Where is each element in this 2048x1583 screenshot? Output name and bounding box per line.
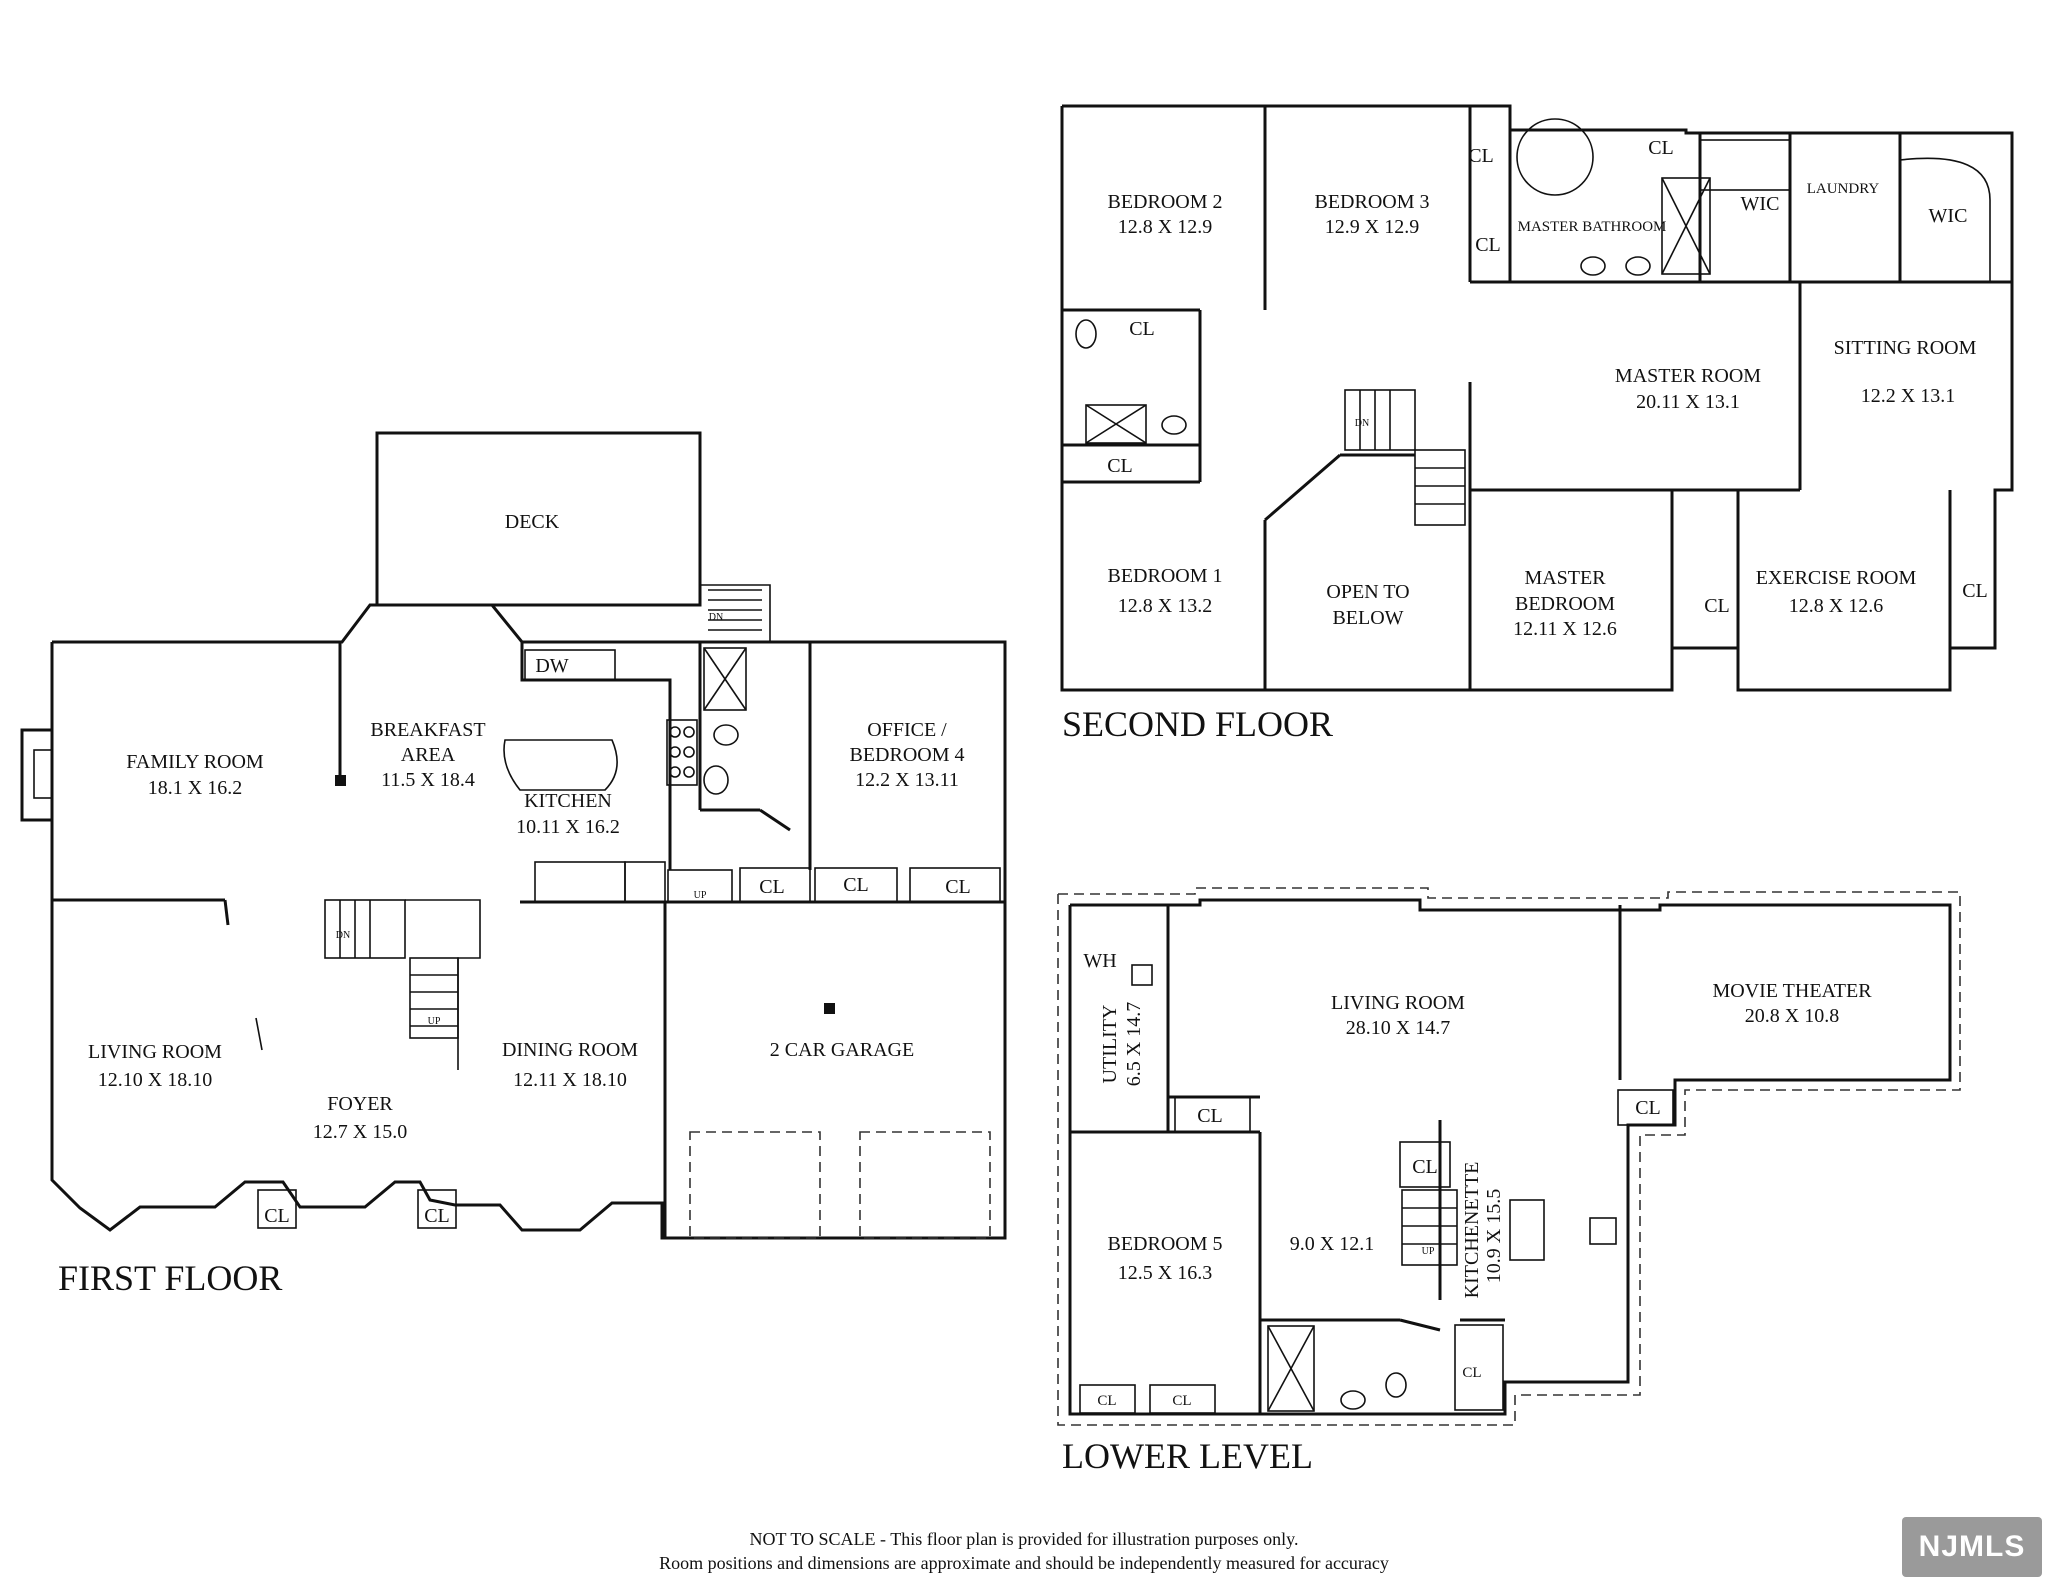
bedroom2-label: BEDROOM 2	[1107, 191, 1222, 213]
foyer-dims: 12.7 X 15.0	[313, 1121, 407, 1143]
closet-label: CL	[1197, 1105, 1223, 1127]
second-floor-plan	[1060, 104, 2014, 692]
master-bedroom-label-2: BEDROOM	[1515, 593, 1615, 615]
garage-post	[824, 1003, 835, 1014]
stair-down-label: DN	[336, 930, 350, 941]
kitchen-island	[503, 739, 618, 791]
closet-label: CL	[759, 876, 785, 898]
dining-room-dims: 12.11 X 18.10	[513, 1069, 627, 1091]
kitchenette-dims: 10.9 X 15.5	[1483, 1189, 1505, 1283]
utility-dims: 6.5 X 14.7	[1123, 1002, 1145, 1086]
open-below-label-2: BELOW	[1332, 607, 1403, 629]
closet-label: CL	[1172, 1393, 1191, 1409]
stair-up-label: UP	[694, 890, 707, 901]
closet-label: CL	[424, 1205, 450, 1227]
closet-label: CL	[1097, 1393, 1116, 1409]
stair-up-label: UP	[428, 1016, 441, 1027]
master-bedroom-dims: 12.11 X 12.6	[1513, 618, 1617, 640]
kitchen-label: KITCHEN	[524, 790, 612, 812]
family-room-dims: 18.1 X 16.2	[148, 777, 242, 799]
bedroom5-label: BEDROOM 5	[1107, 1233, 1222, 1255]
movie-theater-label: MOVIE THEATER	[1712, 980, 1872, 1002]
stair-down-label: DN	[709, 612, 723, 623]
bedroom2-dims: 12.8 X 12.9	[1118, 216, 1212, 238]
closet-label: CL	[1962, 580, 1988, 602]
first-floor-title: FIRST FLOOR	[58, 1258, 282, 1298]
bedroom1-dims: 12.8 X 13.2	[1118, 595, 1212, 617]
laundry-label: LAUNDRY	[1807, 181, 1880, 197]
lower-living-room-dims: 28.10 X 14.7	[1346, 1017, 1450, 1039]
family-room-label: FAMILY ROOM	[126, 751, 264, 773]
closet-label: CL	[1648, 137, 1674, 159]
closet-label: CL	[1704, 595, 1730, 617]
living-room-dims: 12.10 X 18.10	[98, 1069, 212, 1091]
master-room-label: MASTER ROOM	[1615, 365, 1761, 387]
lower-level-title: LOWER LEVEL	[1062, 1436, 1313, 1476]
column-post	[335, 775, 346, 786]
closet-label: CL	[945, 876, 971, 898]
master-room-dims: 20.11 X 13.1	[1636, 391, 1740, 413]
bedroom1-label: BEDROOM 1	[1107, 565, 1222, 587]
njmls-logo: NJMLS	[1902, 1517, 2042, 1577]
closet-label: CL	[1462, 1365, 1481, 1381]
master-bedroom-label-1: MASTER	[1524, 567, 1606, 589]
breakfast-label-1: BREAKFAST	[370, 719, 485, 741]
first-floor-plan	[20, 431, 1007, 1240]
bedroom5-dims: 12.5 X 16.3	[1118, 1262, 1212, 1284]
sitting-room-label: SITTING ROOM	[1834, 337, 1977, 359]
lower-level-plan	[1057, 887, 1961, 1426]
exercise-room-dims: 12.8 X 12.6	[1789, 595, 1883, 617]
breakfast-label-2: AREA	[401, 744, 456, 766]
bedroom3-label: BEDROOM 3	[1314, 191, 1429, 213]
open-below-label-1: OPEN TO	[1326, 581, 1409, 603]
deck-label: DECK	[505, 511, 560, 533]
kitchen-dims: 10.11 X 16.2	[516, 816, 620, 838]
dining-room-label: DINING ROOM	[502, 1039, 638, 1061]
wic-label: WIC	[1929, 205, 1968, 227]
closet-label: CL	[1129, 318, 1155, 340]
utility-label: UTILITY	[1099, 1005, 1121, 1084]
office-label-2: BEDROOM 4	[849, 744, 964, 766]
living-room-label: LIVING ROOM	[88, 1041, 222, 1063]
breakfast-dims: 11.5 X 18.4	[381, 769, 475, 791]
exercise-room-label: EXERCISE ROOM	[1756, 567, 1917, 589]
kitchenette-label: KITCHENETTE	[1461, 1162, 1483, 1299]
room-9-dims: 9.0 X 12.1	[1290, 1233, 1374, 1255]
wic-curve	[1899, 157, 1991, 282]
movie-theater-dims: 20.8 X 10.8	[1745, 1005, 1839, 1027]
wh-label: WH	[1083, 950, 1116, 972]
closet-label: CL	[1412, 1156, 1438, 1178]
garage-label: 2 CAR GARAGE	[770, 1039, 914, 1061]
closet-label: CL	[1635, 1097, 1661, 1119]
foyer-label: FOYER	[327, 1093, 393, 1115]
closet-label: CL	[1475, 234, 1501, 256]
master-bath-label: MASTER BATHROOM	[1518, 219, 1667, 235]
second-floor-title: SECOND FLOOR	[1062, 704, 1333, 744]
closet-label: CL	[1468, 145, 1494, 167]
njmls-logo-text: NJMLS	[1918, 1530, 2026, 1563]
stair-up-label: UP	[1422, 1246, 1435, 1257]
office-label-1: OFFICE /	[867, 719, 947, 741]
stair-down-label: DN	[1355, 418, 1369, 429]
dw-label: DW	[535, 655, 568, 677]
sitting-room-dims: 12.2 X 13.1	[1861, 385, 1955, 407]
lower-living-room-label: LIVING ROOM	[1331, 992, 1465, 1014]
closet-label: CL	[264, 1205, 290, 1227]
disclaimer-line-1: NOT TO SCALE - This floor plan is provid…	[750, 1529, 1299, 1549]
closet-label: CL	[1107, 455, 1133, 477]
office-dims: 12.2 X 13.11	[855, 769, 959, 791]
closet-label: CL	[843, 874, 869, 896]
wic-label: WIC	[1741, 193, 1780, 215]
disclaimer-line-2: Room positions and dimensions are approx…	[659, 1553, 1389, 1573]
bedroom3-dims: 12.9 X 12.9	[1325, 216, 1419, 238]
